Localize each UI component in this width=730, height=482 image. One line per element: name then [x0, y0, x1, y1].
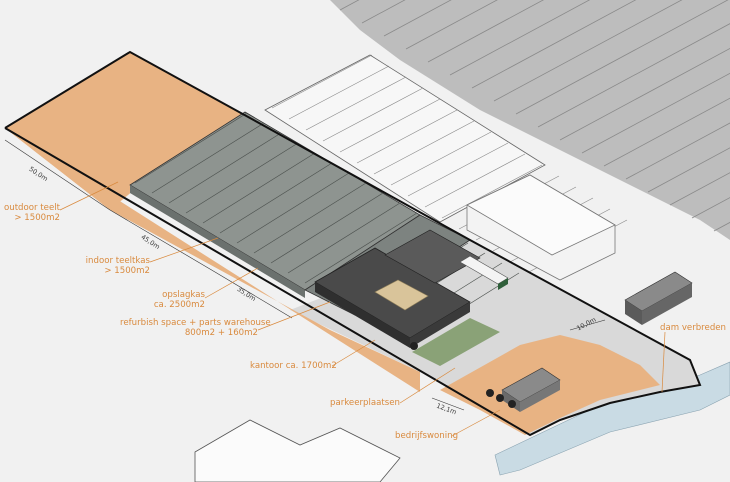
ridge-line: [219, 162, 333, 234]
truck: [459, 255, 509, 290]
warehouse-block: [384, 229, 481, 284]
ridge-line: [288, 65, 390, 120]
refurbish-line1: refurbish space + parts warehouse: [120, 318, 271, 328]
label-parkeerplaatsen: parkeerplaatsen: [330, 398, 400, 408]
parkeerplaatsen-text: parkeerplaatsen: [330, 398, 400, 408]
shed: [624, 271, 693, 325]
green-strip: [412, 318, 500, 366]
indoor-teeltkas-line1: indoor teeltkas: [85, 256, 150, 266]
office-building: [314, 229, 481, 348]
ridge-line: [581, 72, 730, 154]
ridge-line: [390, 131, 492, 186]
plot-orange-strip: [5, 128, 420, 392]
outdoor-teelt-line2: > 1500m2: [14, 213, 60, 223]
neighbour-greenhouses: [330, 0, 730, 240]
ridge-line: [271, 54, 373, 109]
ridge-line: [356, 109, 458, 164]
ridge-line: [270, 192, 384, 264]
bedrijfswoning-text: bedrijfswoning: [395, 431, 459, 441]
indoor-teeltkas-line2: > 1500m2: [104, 266, 150, 276]
label-opslagkas: opslagkas ca. 2500m2: [150, 290, 205, 310]
ridge-line: [168, 132, 282, 204]
ridge-line: [405, 0, 498, 50]
ridge-line: [305, 76, 407, 131]
ridge-line: [603, 97, 730, 167]
ridge-line: [427, 0, 544, 63]
ridge-line: [493, 0, 683, 102]
ridge-line: [202, 152, 316, 224]
ridge-line: [537, 23, 730, 128]
ridge-line: [236, 172, 350, 244]
opslagkas-line1: opslagkas: [162, 290, 205, 300]
label-dam-verbreden: dam verbreden: [660, 323, 727, 333]
dam-verbreden-text: dam verbreden: [660, 323, 727, 333]
ridge-line: [253, 182, 367, 254]
refurbish-line2: 800m2 + 160m2: [184, 328, 258, 338]
trees: [410, 342, 516, 408]
outdoor-teelt-line1: outdoor teelt: [3, 203, 60, 213]
ridge-line: [407, 142, 509, 197]
ridge-line: [304, 212, 418, 284]
ridge-line: [322, 87, 424, 142]
ridge-line: [647, 147, 730, 193]
ridge-line: [287, 202, 401, 274]
ridge-line: [373, 120, 475, 175]
ridge-line: [625, 122, 730, 180]
ridge-line: [424, 153, 526, 208]
ridge-line: [339, 98, 441, 153]
ridge-line: [559, 48, 730, 141]
ridge-line: [151, 122, 265, 194]
label-outdoor-teelt: outdoor teelt > 1500m2: [0, 203, 60, 223]
ridge-line: [185, 142, 299, 214]
label-indoor-teeltkas: indoor teeltkas > 1500m2: [75, 256, 150, 276]
plot-boundary: [4, 50, 702, 437]
opslagkas-line2: ca. 2500m2: [153, 300, 205, 310]
kantoor-text: kantoor ca. 1700m2: [250, 361, 337, 371]
office-roof-light: [374, 279, 429, 311]
ridge-line: [471, 0, 637, 89]
ridge-line: [383, 0, 452, 37]
ridge-line: [134, 112, 248, 184]
neighbour-building-south: [194, 419, 401, 482]
neighbour-warehouse: [466, 174, 616, 281]
label-kantoor: kantoor ca. 1700m2: [250, 361, 337, 371]
label-bedrijfswoning: bedrijfswoning: [395, 431, 459, 441]
ridge-line: [449, 0, 591, 76]
leader-lines: [59, 181, 666, 437]
ridge-line: [515, 0, 729, 115]
ridge-line: [441, 164, 543, 219]
dimension-lines: [4, 139, 606, 411]
label-refurbish: refurbish space + parts warehouse 800m2 …: [120, 318, 271, 338]
